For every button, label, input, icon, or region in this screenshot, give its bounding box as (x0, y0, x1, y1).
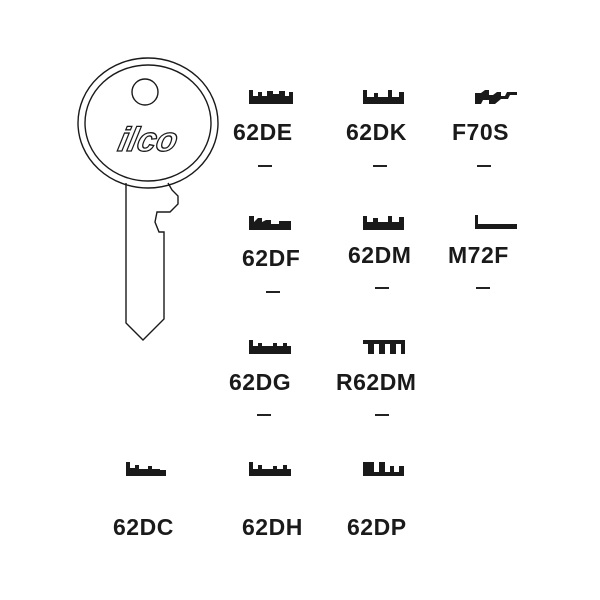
dash-62DG (257, 414, 271, 416)
profile-62DM (363, 216, 404, 230)
profile-62DC (126, 462, 166, 476)
dash-M72F (476, 287, 490, 289)
code-label-62DM: 62DM (348, 242, 412, 268)
dash-62DE (258, 165, 272, 167)
code-label-62DG: 62DG (229, 369, 292, 395)
code-label-62DF: 62DF (242, 245, 301, 271)
profile-62DH (249, 462, 291, 476)
brand-logo: ilco (115, 121, 182, 159)
profile-R62DM (363, 340, 405, 354)
dash-R62DM (375, 414, 389, 416)
code-label-M72F: M72F (448, 242, 509, 268)
code-label-62DH: 62DH (242, 514, 303, 540)
code-label-F70S: F70S (452, 119, 509, 145)
profile-62DF (249, 216, 291, 230)
code-label-62DE: 62DE (233, 119, 293, 145)
code-label-62DP: 62DP (347, 514, 407, 540)
code-label-62DK: 62DK (346, 119, 407, 145)
profile-F70S (475, 90, 517, 104)
profile-62DG (249, 340, 291, 354)
dash-F70S (477, 165, 491, 167)
dash-62DK (373, 165, 387, 167)
profile-62DK (363, 90, 404, 104)
dash-62DM (375, 287, 389, 289)
code-label-R62DM: R62DM (336, 369, 417, 395)
profile-62DP (363, 462, 404, 476)
profile-62DE (249, 90, 293, 104)
code-label-62DC: 62DC (113, 514, 174, 540)
dash-62DF (266, 291, 280, 293)
profile-M72F (475, 215, 517, 229)
